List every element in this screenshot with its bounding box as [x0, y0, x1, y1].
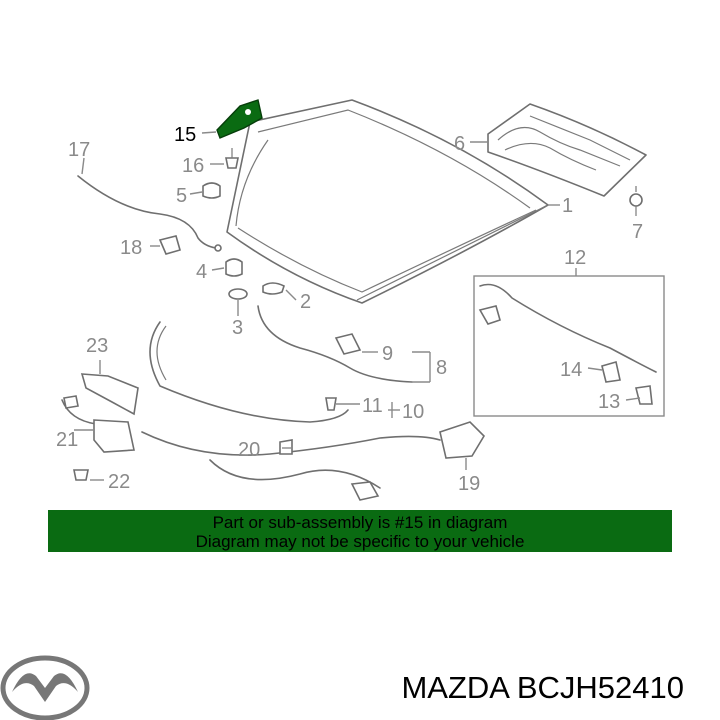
- callout-11: 11: [362, 395, 383, 417]
- grommet-7: [629, 186, 643, 216]
- callout-14: 14: [560, 359, 582, 381]
- hood-panel: [226, 99, 549, 304]
- callout-4: 4: [196, 261, 207, 283]
- latch-assembly: [61, 373, 139, 481]
- part-number-label: MAZDA BCJH52410: [401, 670, 684, 705]
- callout-16: 16: [182, 155, 204, 177]
- callout-5: 5: [176, 185, 187, 207]
- hood-seal-strip: [257, 305, 413, 383]
- callout-10: 10: [402, 401, 424, 423]
- hood-bumper-parts: [202, 148, 285, 300]
- callout-20: 20: [238, 439, 260, 461]
- callout-15: 15: [174, 124, 196, 146]
- callout-23: 23: [86, 335, 108, 357]
- banner-line-2: Diagram may not be specific to your vehi…: [196, 532, 525, 551]
- highlight-banner: Part or sub-assembly is #15 in diagram D…: [48, 510, 672, 552]
- callout-6: 6: [454, 133, 465, 155]
- callout-8: 8: [436, 357, 447, 379]
- footer: MAZDA BCJH52410: [0, 655, 684, 720]
- mazda-logo-icon: [0, 655, 90, 720]
- callout-7: 7: [632, 221, 643, 243]
- callout-18: 18: [120, 237, 142, 259]
- part-15-bracket: [216, 99, 263, 139]
- banner-line-1: Part or sub-assembly is #15 in diagram: [213, 513, 508, 532]
- release-lever-cable: [141, 421, 486, 501]
- callout-19: 19: [458, 473, 480, 495]
- callout-9: 9: [382, 343, 393, 365]
- callout-21: 21: [56, 429, 78, 451]
- leader-lines: [74, 131, 641, 481]
- callout-13: 13: [598, 391, 620, 413]
- hood-release-cable: [77, 175, 222, 255]
- callout-17: 17: [68, 139, 90, 161]
- callout-2: 2: [300, 291, 311, 313]
- inset-box-12: [473, 275, 665, 417]
- callout-12: 12: [564, 247, 586, 269]
- callout-22: 22: [108, 471, 130, 493]
- hood-insulator: [487, 103, 647, 197]
- callout-1: 1: [562, 195, 573, 217]
- front-weatherstrip: [149, 321, 349, 423]
- callout-3: 3: [232, 317, 243, 339]
